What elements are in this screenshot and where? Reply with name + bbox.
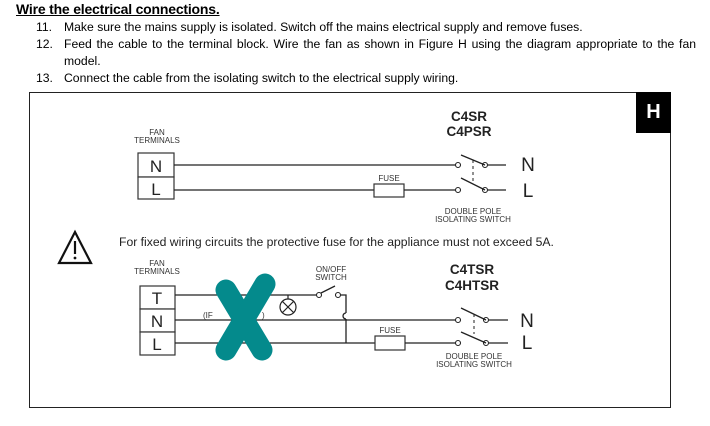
diagram2-model-2: C4HTSR [445, 278, 499, 293]
diagram-1: C4SR C4PSR FAN TERMINALS N L FUSE N L [134, 109, 535, 224]
list-item: 12. Feed the cable to the terminal block… [36, 36, 696, 70]
diagram2-terminals-label-1: FAN [149, 259, 165, 268]
diagram2-switch-label-1: DOUBLE POLE [446, 352, 502, 361]
diagram1-model-1: C4SR [451, 109, 487, 124]
diagram1-switch-label-1: DOUBLE POLE [445, 207, 501, 216]
diagram2-onoff-label-1: ON/OFF [316, 265, 346, 274]
diagram1-fuse [373, 183, 405, 198]
diagram2-model-1: C4TSR [450, 262, 495, 277]
diagram1-model-2: C4PSR [446, 124, 491, 139]
diagram2-fuse [374, 335, 406, 351]
diagram2-switch-label-2: ISOLATING SWITCH [436, 360, 512, 369]
diagram1-terminals-label-2: TERMINALS [134, 136, 180, 145]
warning-text: For fixed wiring circuits the protective… [119, 235, 554, 249]
diagram2-isolating-switch [454, 307, 508, 347]
terminal-l-box [137, 176, 175, 200]
diagram2-supply-l: L [522, 333, 533, 354]
section-heading: Wire the electrical connections. [16, 1, 220, 17]
step-text: Make sure the mains supply is isolated. … [64, 20, 583, 34]
list-item: 13. Connect the cable from the isolating… [36, 70, 696, 87]
onoff-switch [315, 285, 347, 343]
instruction-list: 11. Make sure the mains supply is isolat… [36, 19, 696, 87]
lamp-icon [279, 295, 297, 316]
diagram2-terminals-label-2: TERMINALS [134, 267, 180, 276]
diagram-2: FAN TERMINALS ON/OFF SWITCH C4TSR C4HTSR… [134, 259, 534, 369]
diagram1-terminal-block: N L [137, 152, 175, 200]
step-text: Connect the cable from the isolating swi… [64, 71, 459, 85]
diagram2-onoff-label-2: SWITCH [315, 273, 347, 282]
cross-mark-icon [215, 273, 276, 361]
terminal-l-label: L [151, 180, 160, 199]
warning-triangle-icon [57, 229, 93, 265]
terminal-n-label: N [150, 157, 162, 176]
diagram1-switch-label-2: ISOLATING SWITCH [435, 215, 511, 224]
figure-badge: H [636, 92, 671, 133]
figure-frame [29, 92, 671, 408]
diagram2-terminal-block: T N L [139, 285, 176, 356]
terminal-n-label: N [151, 312, 163, 331]
terminal-l-label: L [152, 335, 161, 354]
diagram1-isolating-switch [454, 154, 506, 194]
diagram1-supply-l: L [523, 181, 534, 202]
list-item: 11. Make sure the mains supply is isolat… [36, 19, 696, 36]
step-number: 11. [36, 20, 53, 34]
diagram2-partial-label-end: ) [262, 311, 265, 320]
step-number: 12. [36, 37, 53, 51]
diagram2-supply-n: N [520, 311, 534, 332]
diagram1-terminals-label-1: FAN [149, 128, 165, 137]
diagram2-fuse-label: FUSE [379, 326, 400, 335]
warning-notice: For fixed wiring circuits the protective… [57, 229, 554, 265]
step-text: Feed the cable to the terminal block. Wi… [64, 37, 696, 68]
diagram1-supply-n: N [521, 155, 535, 176]
step-number: 13. [36, 71, 53, 85]
diagram2-partial-label: (IF [203, 311, 213, 320]
diagram1-fuse-label: FUSE [378, 174, 399, 183]
terminal-t-label: T [152, 289, 162, 308]
